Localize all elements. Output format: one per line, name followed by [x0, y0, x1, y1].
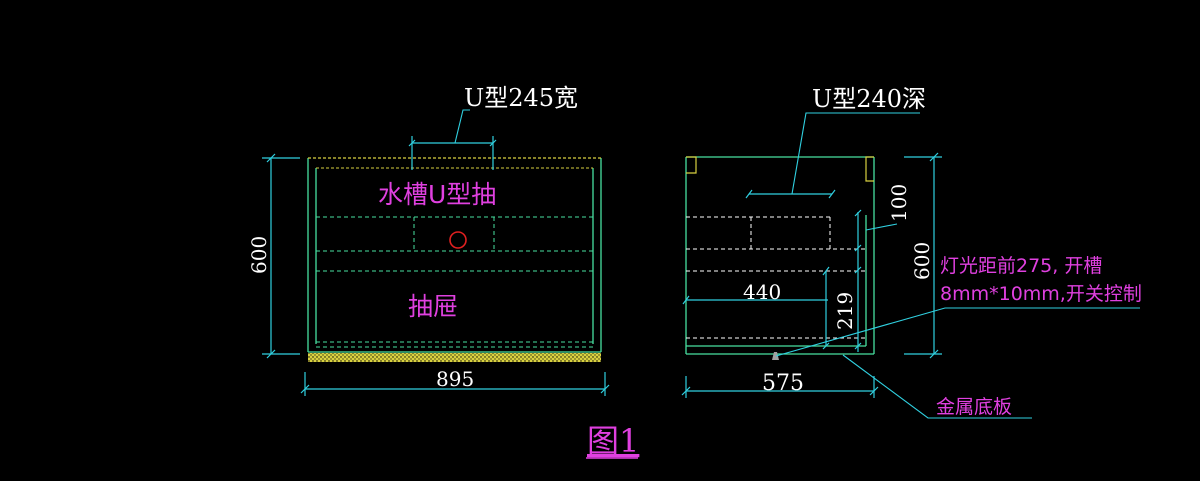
front-drawer-label: 抽屉	[408, 292, 458, 321]
front-u-width-label: U型245宽	[464, 84, 578, 112]
front-cabinet-outline	[307, 158, 602, 353]
side-light-note-line2: 8mm*10mm,开关控制	[940, 283, 1142, 305]
side-view: U型240深 100 600 440	[681, 85, 1142, 419]
side-height-dimension	[904, 152, 942, 359]
front-height-dimension	[262, 153, 300, 359]
front-sink-drawer-label: 水槽U型抽	[378, 180, 496, 209]
front-drain-marker	[449, 231, 467, 249]
side-100-dimension	[854, 209, 898, 352]
side-light-note-line1: 灯光距前275, 开槽	[940, 255, 1102, 277]
side-light-leader	[775, 307, 1140, 357]
side-440-label: 440	[743, 280, 781, 304]
side-219-label: 219	[833, 292, 857, 330]
side-u-depth-dimension	[745, 112, 920, 199]
front-height-label: 600	[247, 236, 271, 274]
side-depth-dimension	[681, 376, 879, 398]
side-440-dimension	[682, 295, 828, 305]
side-219-dimension	[822, 266, 830, 350]
side-metal-plate-leader	[842, 354, 1032, 419]
front-base-plinth	[308, 353, 601, 362]
side-u-depth-label: U型240深	[812, 85, 926, 113]
side-depth-label: 575	[762, 371, 804, 396]
front-width-dimension	[300, 372, 610, 396]
side-metal-plate-label: 金属底板	[936, 396, 1012, 418]
side-top-right-bracket	[865, 156, 874, 182]
front-view: U型245宽 水槽U型抽 抽屉 600 895	[247, 84, 610, 396]
side-light-marker	[772, 352, 779, 360]
front-width-label: 895	[436, 367, 474, 391]
side-100-label: 100	[887, 184, 911, 222]
front-u-width-dimension	[408, 109, 497, 170]
side-top-left-bracket	[686, 156, 697, 174]
figure-title: 图1	[587, 422, 639, 460]
side-height-label: 600	[910, 242, 934, 280]
side-cabinet-outline	[685, 156, 875, 355]
front-drawer-dividers	[316, 216, 593, 348]
side-hidden-lines	[686, 216, 866, 339]
